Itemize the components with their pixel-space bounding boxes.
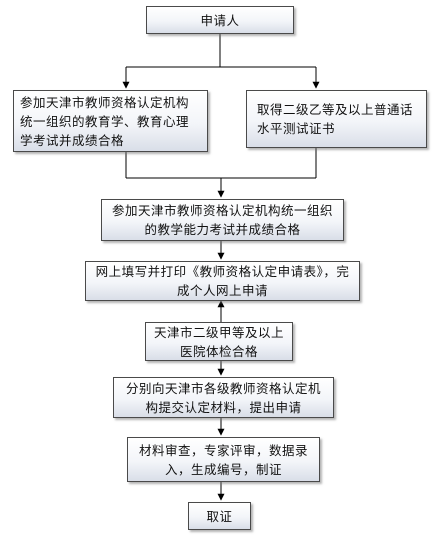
node-medical-check-label: 天津市二级甲等及以上医院体检合格 [153,324,284,359]
node-medical-check: 天津市二级甲等及以上医院体检合格 [145,322,293,361]
node-applicant-label: 申请人 [200,12,240,28]
node-review-label: 材料审查，专家评审，数据录入，生成编号，制证 [138,442,308,477]
node-mandarin-label: 取得二级乙等及以上普通话水平测试证书 [257,102,414,136]
node-exam-pedagogy: 参加天津市教师资格认定机构统一组织的教育学、教育心理学考试并成绩合格 [13,90,208,152]
node-teaching-ability-label: 参加天津市教师资格认定机构统一组织的教学能力考试并成绩合格 [111,203,333,237]
node-submit-materials: 分别向天津市各级教师资格认定机构提交认定材料，提出申请 [113,377,334,418]
node-review: 材料审查，专家评审，数据录入，生成编号，制证 [127,437,320,482]
node-get-certificate: 取证 [188,502,251,530]
node-online-application: 网上填写并打印《教师资格认定申请表》，完成个人网上申请 [85,261,360,301]
node-get-certificate-label: 取证 [206,508,233,524]
node-teaching-ability: 参加天津市教师资格认定机构统一组织的教学能力考试并成绩合格 [101,199,344,241]
node-online-application-label: 网上填写并打印《教师资格认定申请表》，完成个人网上申请 [95,264,350,298]
node-exam-pedagogy-label: 参加天津市教师资格认定机构统一组织的教育学、教育心理学考试并成绩合格 [20,94,190,148]
node-mandarin: 取得二级乙等及以上普通话水平测试证书 [246,90,427,148]
node-submit-materials-label: 分别向天津市各级教师资格认定机构提交认定材料，提出申请 [125,380,321,415]
node-applicant: 申请人 [146,6,294,34]
